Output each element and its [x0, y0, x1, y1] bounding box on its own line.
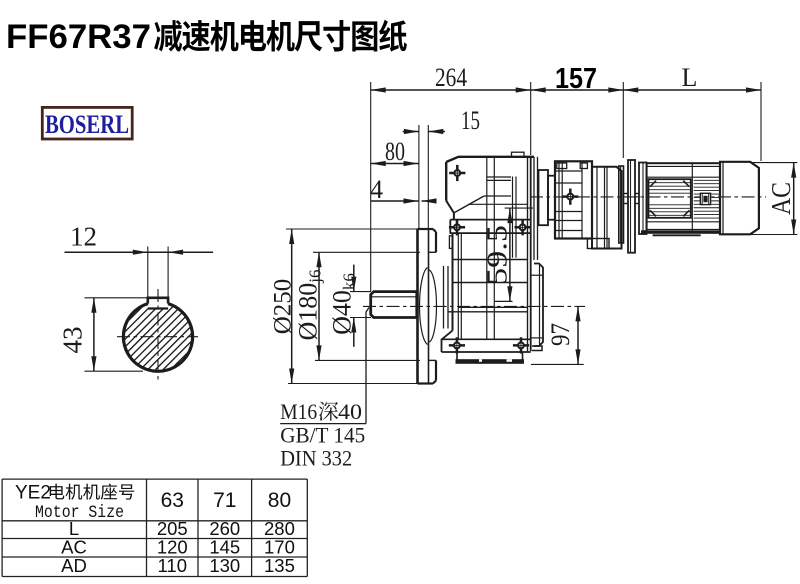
svg-text:97: 97 [546, 323, 575, 346]
svg-text:59.5: 59.5 [483, 225, 514, 285]
svg-text:15: 15 [461, 106, 480, 135]
svg-text:264: 264 [435, 63, 467, 92]
svg-text:135: 135 [264, 555, 295, 576]
svg-text:130: 130 [209, 555, 240, 576]
svg-text:157: 157 [555, 63, 597, 95]
svg-text:205: 205 [157, 518, 188, 539]
svg-text:12: 12 [70, 222, 97, 252]
svg-text:80: 80 [385, 137, 405, 166]
svg-text:43: 43 [58, 327, 88, 354]
svg-text:YE2: YE2 [15, 483, 51, 504]
svg-text:GB/T 145: GB/T 145 [280, 422, 365, 447]
svg-text:DIN 332: DIN 332 [280, 446, 352, 471]
svg-text:AC: AC [61, 537, 87, 558]
svg-text:AC: AC [766, 182, 796, 215]
svg-text:280: 280 [264, 518, 295, 539]
svg-text:63: 63 [161, 489, 184, 512]
svg-text:Ø250: Ø250 [270, 279, 297, 335]
svg-text:145: 145 [209, 537, 240, 558]
svg-text:L: L [682, 63, 698, 92]
svg-text:120: 120 [157, 537, 188, 558]
svg-text:FF67R37: FF67R37 [6, 18, 151, 56]
svg-text:M16: M16 [280, 399, 317, 424]
svg-text:260: 260 [209, 518, 240, 539]
svg-text:Motor Size: Motor Size [35, 503, 124, 523]
svg-text:4: 4 [370, 175, 383, 204]
svg-text:L: L [69, 518, 79, 539]
svg-text:BOSERL: BOSERL [45, 109, 129, 139]
svg-text:AD: AD [61, 555, 87, 576]
svg-text:40: 40 [338, 399, 362, 424]
svg-text:71: 71 [213, 489, 236, 512]
svg-text:110: 110 [158, 555, 188, 576]
svg-text:80: 80 [268, 489, 291, 512]
svg-text:170: 170 [264, 537, 295, 558]
